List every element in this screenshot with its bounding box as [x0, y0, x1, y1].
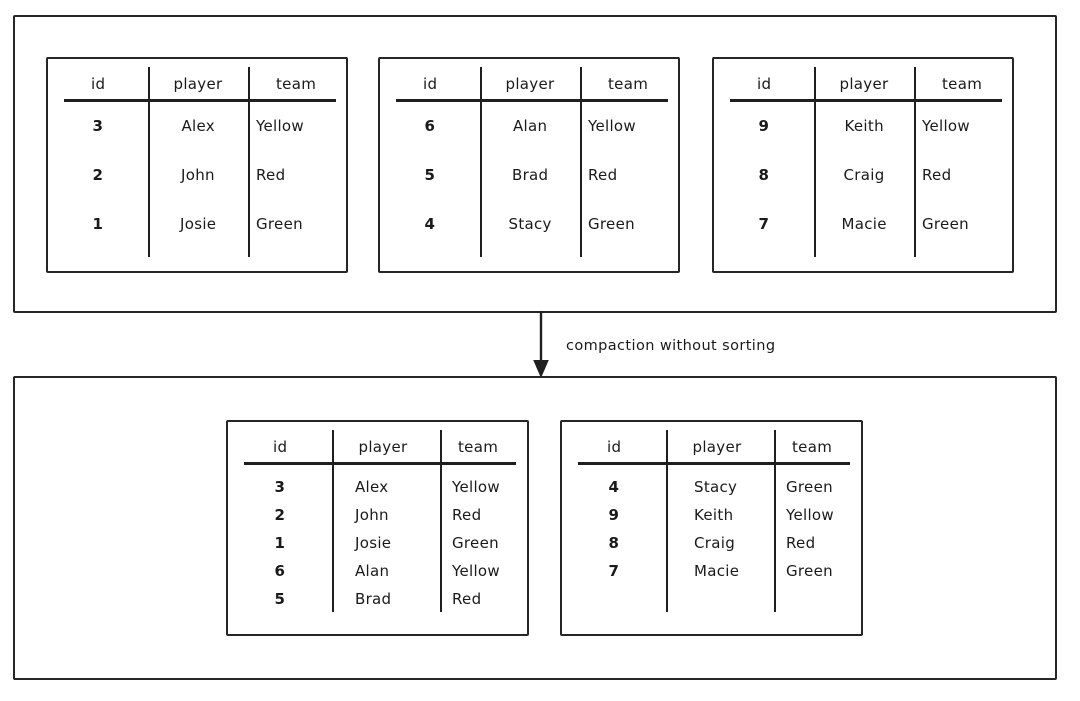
table-cell: Yellow: [452, 562, 500, 580]
table-cell: 8: [758, 166, 770, 184]
column-divider: [814, 67, 816, 257]
table-cell: 9: [608, 506, 620, 524]
table-cell: Stacy: [508, 215, 552, 233]
column-header-id: id: [273, 438, 288, 456]
table-cell: Alan: [513, 117, 548, 135]
table-cell: John: [355, 506, 389, 524]
table-cell: Stacy: [694, 478, 738, 496]
column-header-team: team: [942, 75, 983, 93]
table-cell: 4: [608, 478, 620, 496]
table-cell: 2: [274, 506, 286, 524]
column-header-team: team: [458, 438, 499, 456]
table-cell: Red: [588, 166, 618, 184]
table-cell: 4: [424, 215, 436, 233]
table-cell: 5: [424, 166, 436, 184]
table-cell: Yellow: [786, 506, 834, 524]
table-cell: John: [181, 166, 215, 184]
segment-table-1: id player team 3 Alex Yellow 2 John Red 1 Josie Gre…: [46, 57, 348, 273]
column-divider: [480, 67, 482, 257]
after-compaction-group: [13, 376, 1057, 680]
table-cell: Macie: [694, 562, 740, 580]
table-cell: Josie: [355, 534, 392, 552]
table-cell: Yellow: [922, 117, 970, 135]
column-divider: [914, 67, 916, 257]
table-cell: 5: [274, 590, 286, 608]
table-cell: Green: [786, 562, 833, 580]
column-header-team: team: [792, 438, 833, 456]
table-cell: 7: [608, 562, 620, 580]
column-divider: [666, 430, 668, 612]
table-cell: Alex: [355, 478, 389, 496]
table-cell: Brad: [512, 166, 549, 184]
header-rule: [396, 99, 668, 102]
table-cell: Red: [922, 166, 952, 184]
column-header-player: player: [692, 438, 742, 456]
column-header-id: id: [607, 438, 622, 456]
table-cell: Red: [786, 534, 816, 552]
table-cell: 3: [92, 117, 104, 135]
table-cell: 6: [424, 117, 436, 135]
table-cell: Red: [452, 590, 482, 608]
header-rule: [64, 99, 336, 102]
segment-table-2: id player team 6 Alan Yellow 5 Brad Red 4 Stacy Gre…: [378, 57, 680, 273]
table-cell: Josie: [180, 215, 217, 233]
table-cell: 1: [92, 215, 104, 233]
table-cell: Green: [922, 215, 969, 233]
header-rule: [244, 462, 516, 465]
column-header-id: id: [91, 75, 106, 93]
table-cell: Alex: [181, 117, 215, 135]
compaction-caption: compaction without sorting: [566, 338, 776, 354]
column-header-id: id: [423, 75, 438, 93]
table-cell: 9: [758, 117, 770, 135]
table-cell: 1: [274, 534, 286, 552]
table-cell: Yellow: [588, 117, 636, 135]
column-header-player: player: [505, 75, 555, 93]
column-header-id: id: [757, 75, 772, 93]
table-cell: Green: [786, 478, 833, 496]
table-cell: 7: [758, 215, 770, 233]
table-cell: Green: [256, 215, 303, 233]
table-cell: 8: [608, 534, 620, 552]
column-header-team: team: [276, 75, 317, 93]
header-rule: [578, 462, 850, 465]
table-cell: Craig: [694, 534, 736, 552]
table-cell: Red: [452, 506, 482, 524]
table-cell: Alan: [355, 562, 390, 580]
table-cell: Brad: [355, 590, 392, 608]
column-header-player: player: [839, 75, 889, 93]
column-header-player: player: [173, 75, 223, 93]
table-body: id player team 9 Keith Yellow 8 Craig Red 7 Macie G…: [714, 59, 1012, 271]
column-divider: [148, 67, 150, 257]
table-cell: Macie: [841, 215, 887, 233]
column-divider: [580, 67, 582, 257]
table-cell: 3: [274, 478, 286, 496]
table-cell: Red: [256, 166, 286, 184]
table-cell: 6: [274, 562, 286, 580]
column-divider: [774, 430, 776, 612]
table-cell: Craig: [843, 166, 885, 184]
table-cell: Yellow: [256, 117, 304, 135]
table-body: id player team 6 Alan Yellow 5 Brad Red 4 Stacy Gre…: [380, 59, 678, 271]
table-cell: Keith: [694, 506, 734, 524]
table-cell: Green: [588, 215, 635, 233]
column-header-team: team: [608, 75, 649, 93]
column-divider: [332, 430, 334, 612]
column-divider: [440, 430, 442, 612]
down-arrow-icon: [520, 311, 580, 379]
segment-table-3: id player team 9 Keith Yellow 8 Craig Red 7 Macie G…: [712, 57, 1014, 273]
table-cell: Green: [452, 534, 499, 552]
column-header-player: player: [358, 438, 408, 456]
table-cell: Yellow: [452, 478, 500, 496]
table-cell: Keith: [844, 117, 884, 135]
header-rule: [730, 99, 1002, 102]
table-body: id player team 3 Alex Yellow 2 John Red 1 Josie Gre…: [48, 59, 346, 271]
column-divider: [248, 67, 250, 257]
table-cell: 2: [92, 166, 104, 184]
